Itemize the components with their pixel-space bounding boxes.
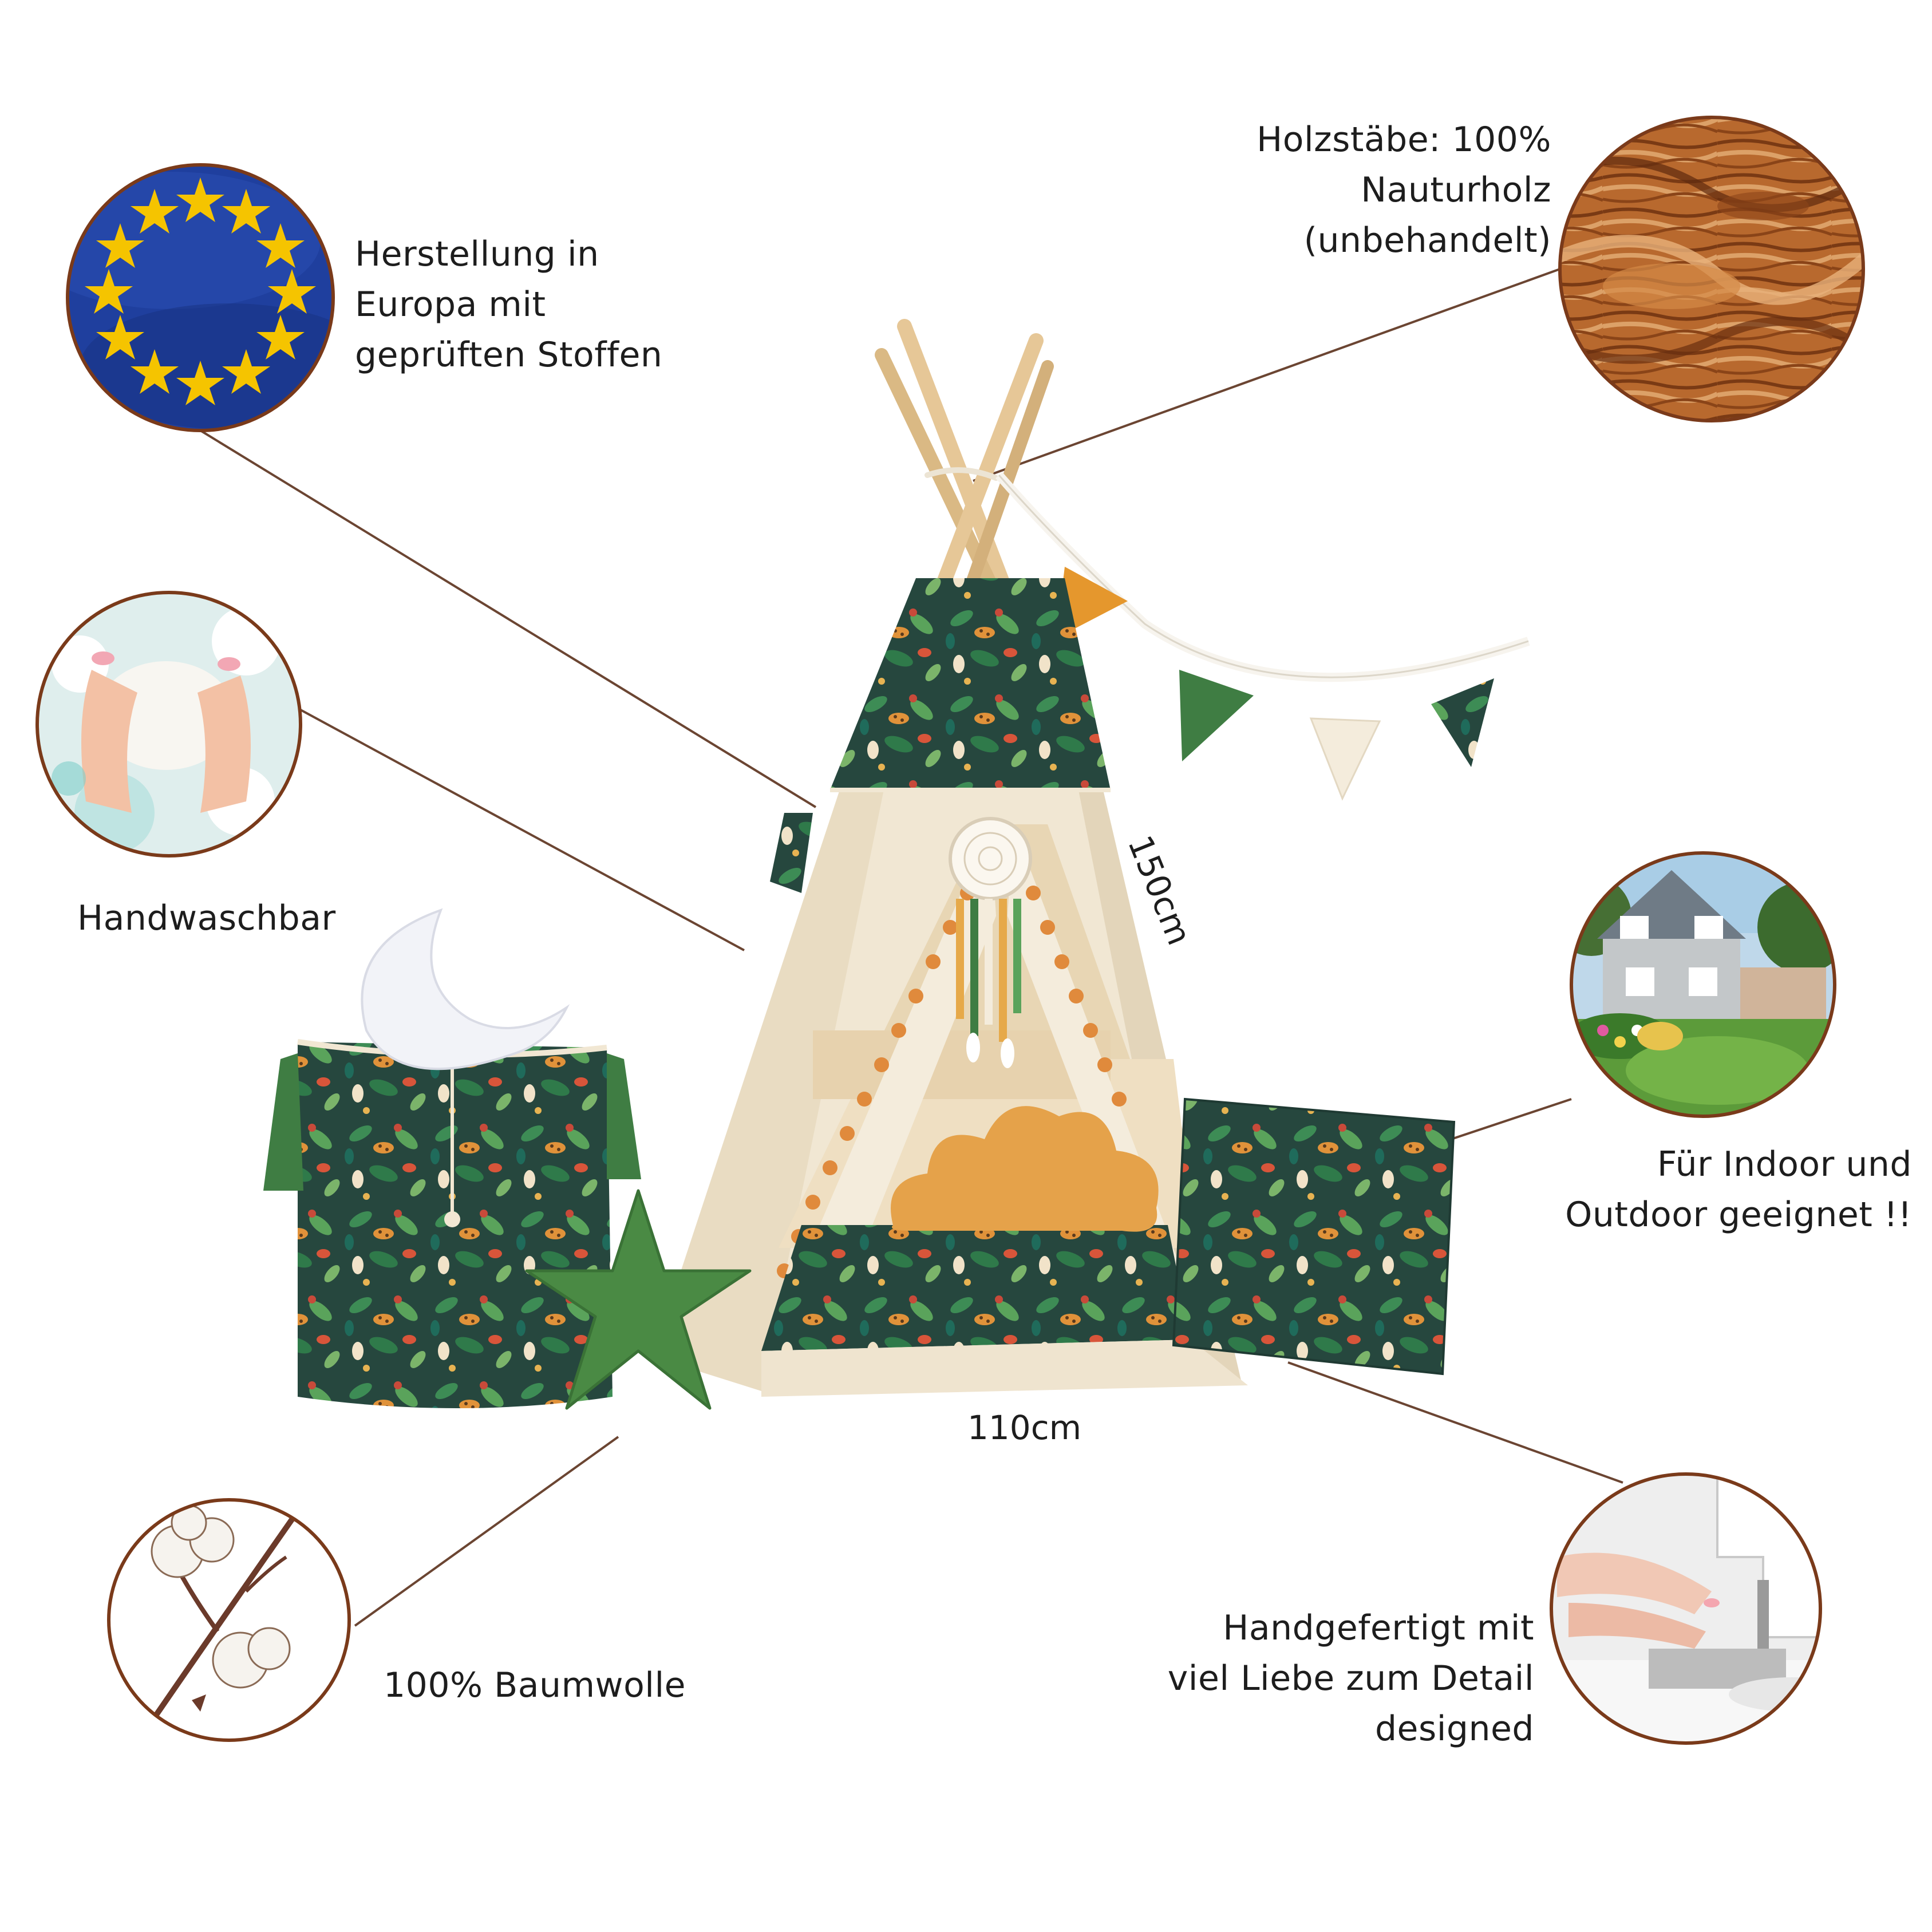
feature-indoor-outdoor-text: Für Indoor und Outdoor geeignet !! xyxy=(1565,1144,1912,1235)
dreamcatcher xyxy=(949,817,1032,1068)
leader-line-handwash xyxy=(300,709,745,951)
feature-cotton-text: 100% Baumwolle xyxy=(384,1665,686,1705)
house-garden-icon xyxy=(1570,851,1836,1118)
wood-grain-icon xyxy=(1558,116,1865,422)
eu-flag-icon xyxy=(66,163,335,432)
bunting-garland xyxy=(995,472,1530,801)
leader-line-handmade xyxy=(1287,1361,1623,1484)
dimension-width-label: 110cm xyxy=(967,1408,1082,1447)
toy-basket xyxy=(263,1039,641,1408)
feature-wood-text: Holzstäbe: 100% Nauturholz (unbehandelt) xyxy=(1257,120,1551,260)
star-pillow xyxy=(525,1189,752,1410)
sewing-machine-icon xyxy=(1550,1472,1822,1745)
pompom-trim xyxy=(777,851,1127,1278)
feature-europe-text: Herstellung in Europa mit geprüften Stof… xyxy=(355,234,663,375)
leader-lines xyxy=(199,268,1623,1627)
cotton-plant-icon xyxy=(107,1498,351,1742)
leader-line-wood xyxy=(973,268,1560,482)
wooden-poles xyxy=(875,319,1054,603)
teepee-tent-illustration xyxy=(263,319,1530,1410)
feature-handmade-text: Handgefertigt mit viel Liebe zum Detail … xyxy=(1167,1608,1534,1749)
leader-line-europe xyxy=(199,429,817,808)
leader-line-cotton xyxy=(354,1436,619,1627)
hand-washing-icon xyxy=(35,591,302,858)
square-pillow xyxy=(1172,1097,1456,1376)
feature-handwash-text: Handwaschbar xyxy=(77,898,336,938)
moon-pillow xyxy=(361,908,570,1070)
